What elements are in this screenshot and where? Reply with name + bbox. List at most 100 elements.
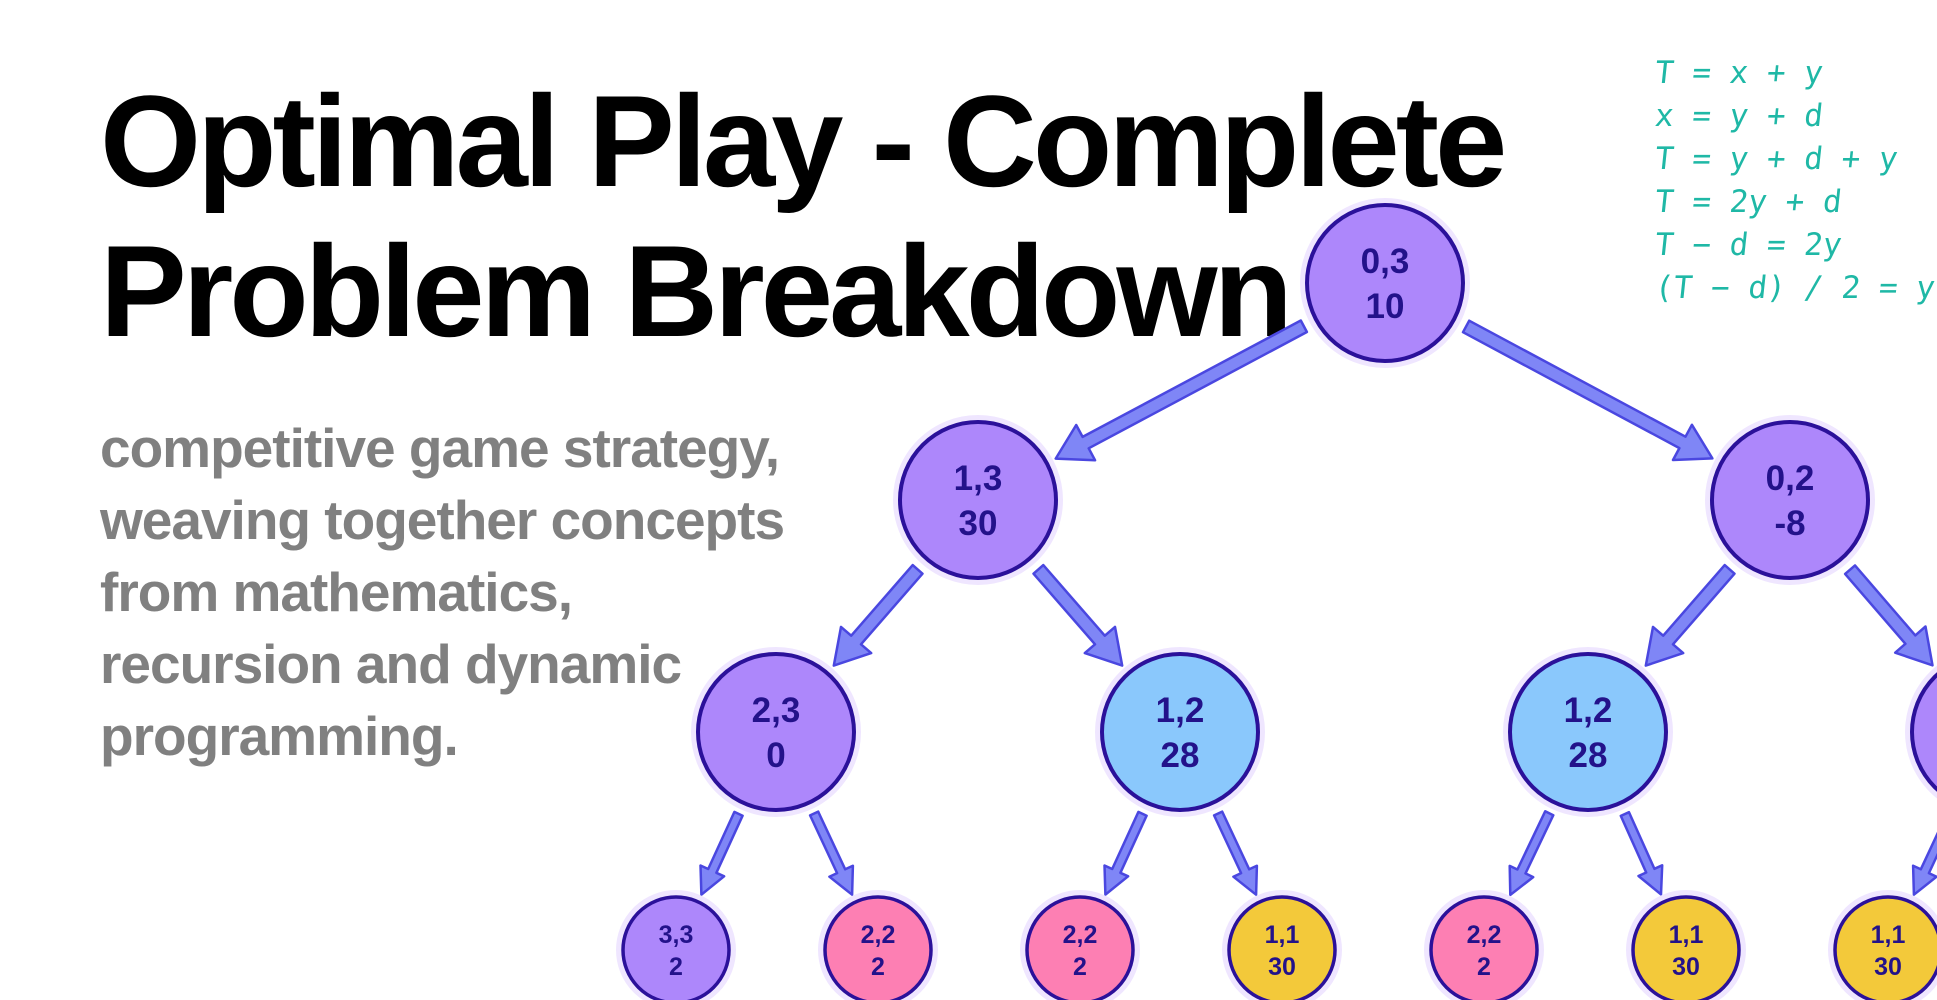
tree-node [1905,665,1937,799]
node-range-label: 1,1 [1871,921,1906,949]
node-circle [1025,895,1135,1000]
node-range-label: 1,2 [1156,691,1205,730]
node-range-label: 1,1 [1669,921,1704,949]
node-halo [1905,665,1937,799]
tree-node: 0,2-8 [1705,415,1875,585]
tree-edge-arrow [1508,810,1555,897]
subtitle-line-3: from mathematics, [100,561,573,623]
tree-node: 1,130 [1222,890,1342,1000]
tree-node: 1,228 [1503,647,1673,817]
equation-line-4: T = 2y + d [1653,184,1844,220]
node-circle [1305,203,1465,363]
node-halo [1828,890,1937,1000]
node-halo [691,647,861,817]
node-halo [1705,415,1875,585]
tree-edge-arrow [1032,563,1124,667]
node-range-label: 1,2 [1564,691,1613,730]
tree-node: 2,22 [818,890,938,1000]
tree-edge-arrow [832,563,924,667]
title-line-2: Problem Breakdown [100,218,1293,364]
node-halo [893,415,1063,585]
equation-line-2: x = y + d [1653,98,1825,134]
subtitle-line-5: programming. [100,705,459,767]
node-value-label: 30 [1874,953,1902,981]
subtitle-line-1: competitive game strategy, [100,417,780,479]
tree-edge-arrow [1103,810,1148,896]
node-range-label: 3,3 [659,921,694,949]
tree-node: 2,22 [1020,890,1140,1000]
tree-edge-arrow [1461,319,1714,462]
tree-edge-arrow [1644,563,1736,667]
node-circle [1100,652,1260,812]
tree-edge-arrow [1619,810,1664,896]
equation-line-3: T = y + d + y [1653,141,1900,177]
node-halo [1222,890,1342,1000]
node-circle [1833,895,1937,1000]
node-value-label: 28 [1569,736,1608,775]
node-halo [1626,890,1746,1000]
node-range-label: 0,2 [1766,459,1815,498]
node-halo [616,890,736,1000]
node-value-label: -8 [1774,504,1805,543]
node-value-label: 30 [1268,953,1296,981]
node-circle [696,652,856,812]
node-circle [621,895,731,1000]
subtitle-line-4: recursion and dynamic [100,633,682,695]
tree-node: 1,130 [1828,890,1937,1000]
tree-edge-arrow [808,810,855,896]
node-value-label: 28 [1161,736,1200,775]
tree-node: 3,32 [616,890,736,1000]
tree-edges [699,319,1937,897]
equation-line-6: (T − d) / 2 = y [1653,270,1937,306]
tree-edge-arrow [699,810,744,896]
node-halo [1503,647,1673,817]
node-value-label: 2 [871,953,885,981]
node-range-label: 0,3 [1361,242,1410,281]
node-halo [1424,890,1544,1000]
node-circle [898,420,1058,580]
node-range-label: 2,2 [1467,921,1502,949]
node-halo [1095,647,1265,817]
tree-edge-arrow [1054,319,1309,462]
node-circle [1631,895,1741,1000]
tree-node: 2,30 [691,647,861,817]
node-value-label: 2 [669,953,683,981]
tree-node: 1,130 [1626,890,1746,1000]
node-circle [823,895,933,1000]
node-range-label: 1,3 [954,459,1003,498]
subtitle: competitive game strategy, weaving toget… [100,412,880,772]
page-title: Optimal Play - Complete Problem Breakdow… [100,66,1660,366]
node-range-label: 1,1 [1265,921,1300,949]
tree-node: 1,330 [893,415,1063,585]
node-range-label: 2,3 [752,691,801,730]
tree-nodes: 0,3101,3300,2-82,301,2281,2283,322,222,2… [616,198,1937,1000]
tree-node: 0,310 [1300,198,1470,368]
node-value-label: 2 [1477,953,1491,981]
node-halo [1020,890,1140,1000]
equation-line-1: T = x + y [1653,55,1825,91]
node-range-label: 2,2 [1063,921,1098,949]
equation-line-5: T − d = 2y [1653,227,1844,263]
node-value-label: 2 [1073,953,1087,981]
node-value-label: 30 [1672,953,1700,981]
tree-node: 1,228 [1095,647,1265,817]
node-value-label: 30 [959,504,998,543]
node-circle [1710,420,1870,580]
node-value-label: 10 [1366,287,1405,326]
subtitle-line-2: weaving together concepts [100,489,785,551]
node-range-label: 2,2 [861,921,896,949]
tree-edge-arrow [1911,831,1937,896]
title-line-1: Optimal Play - Complete [100,68,1507,214]
node-circle [1227,895,1337,1000]
node-halo [818,890,938,1000]
node-halo [1300,198,1470,368]
node-value-label: 0 [766,736,785,775]
tree-node: 2,22 [1424,890,1544,1000]
node-circle [1910,672,1937,792]
node-circle [1508,652,1668,812]
node-circle [1429,895,1539,1000]
tree-edge-arrow [1843,564,1934,667]
handwritten-equations: T = x + y x = y + d T = y + d + y T = 2y… [1653,52,1937,310]
